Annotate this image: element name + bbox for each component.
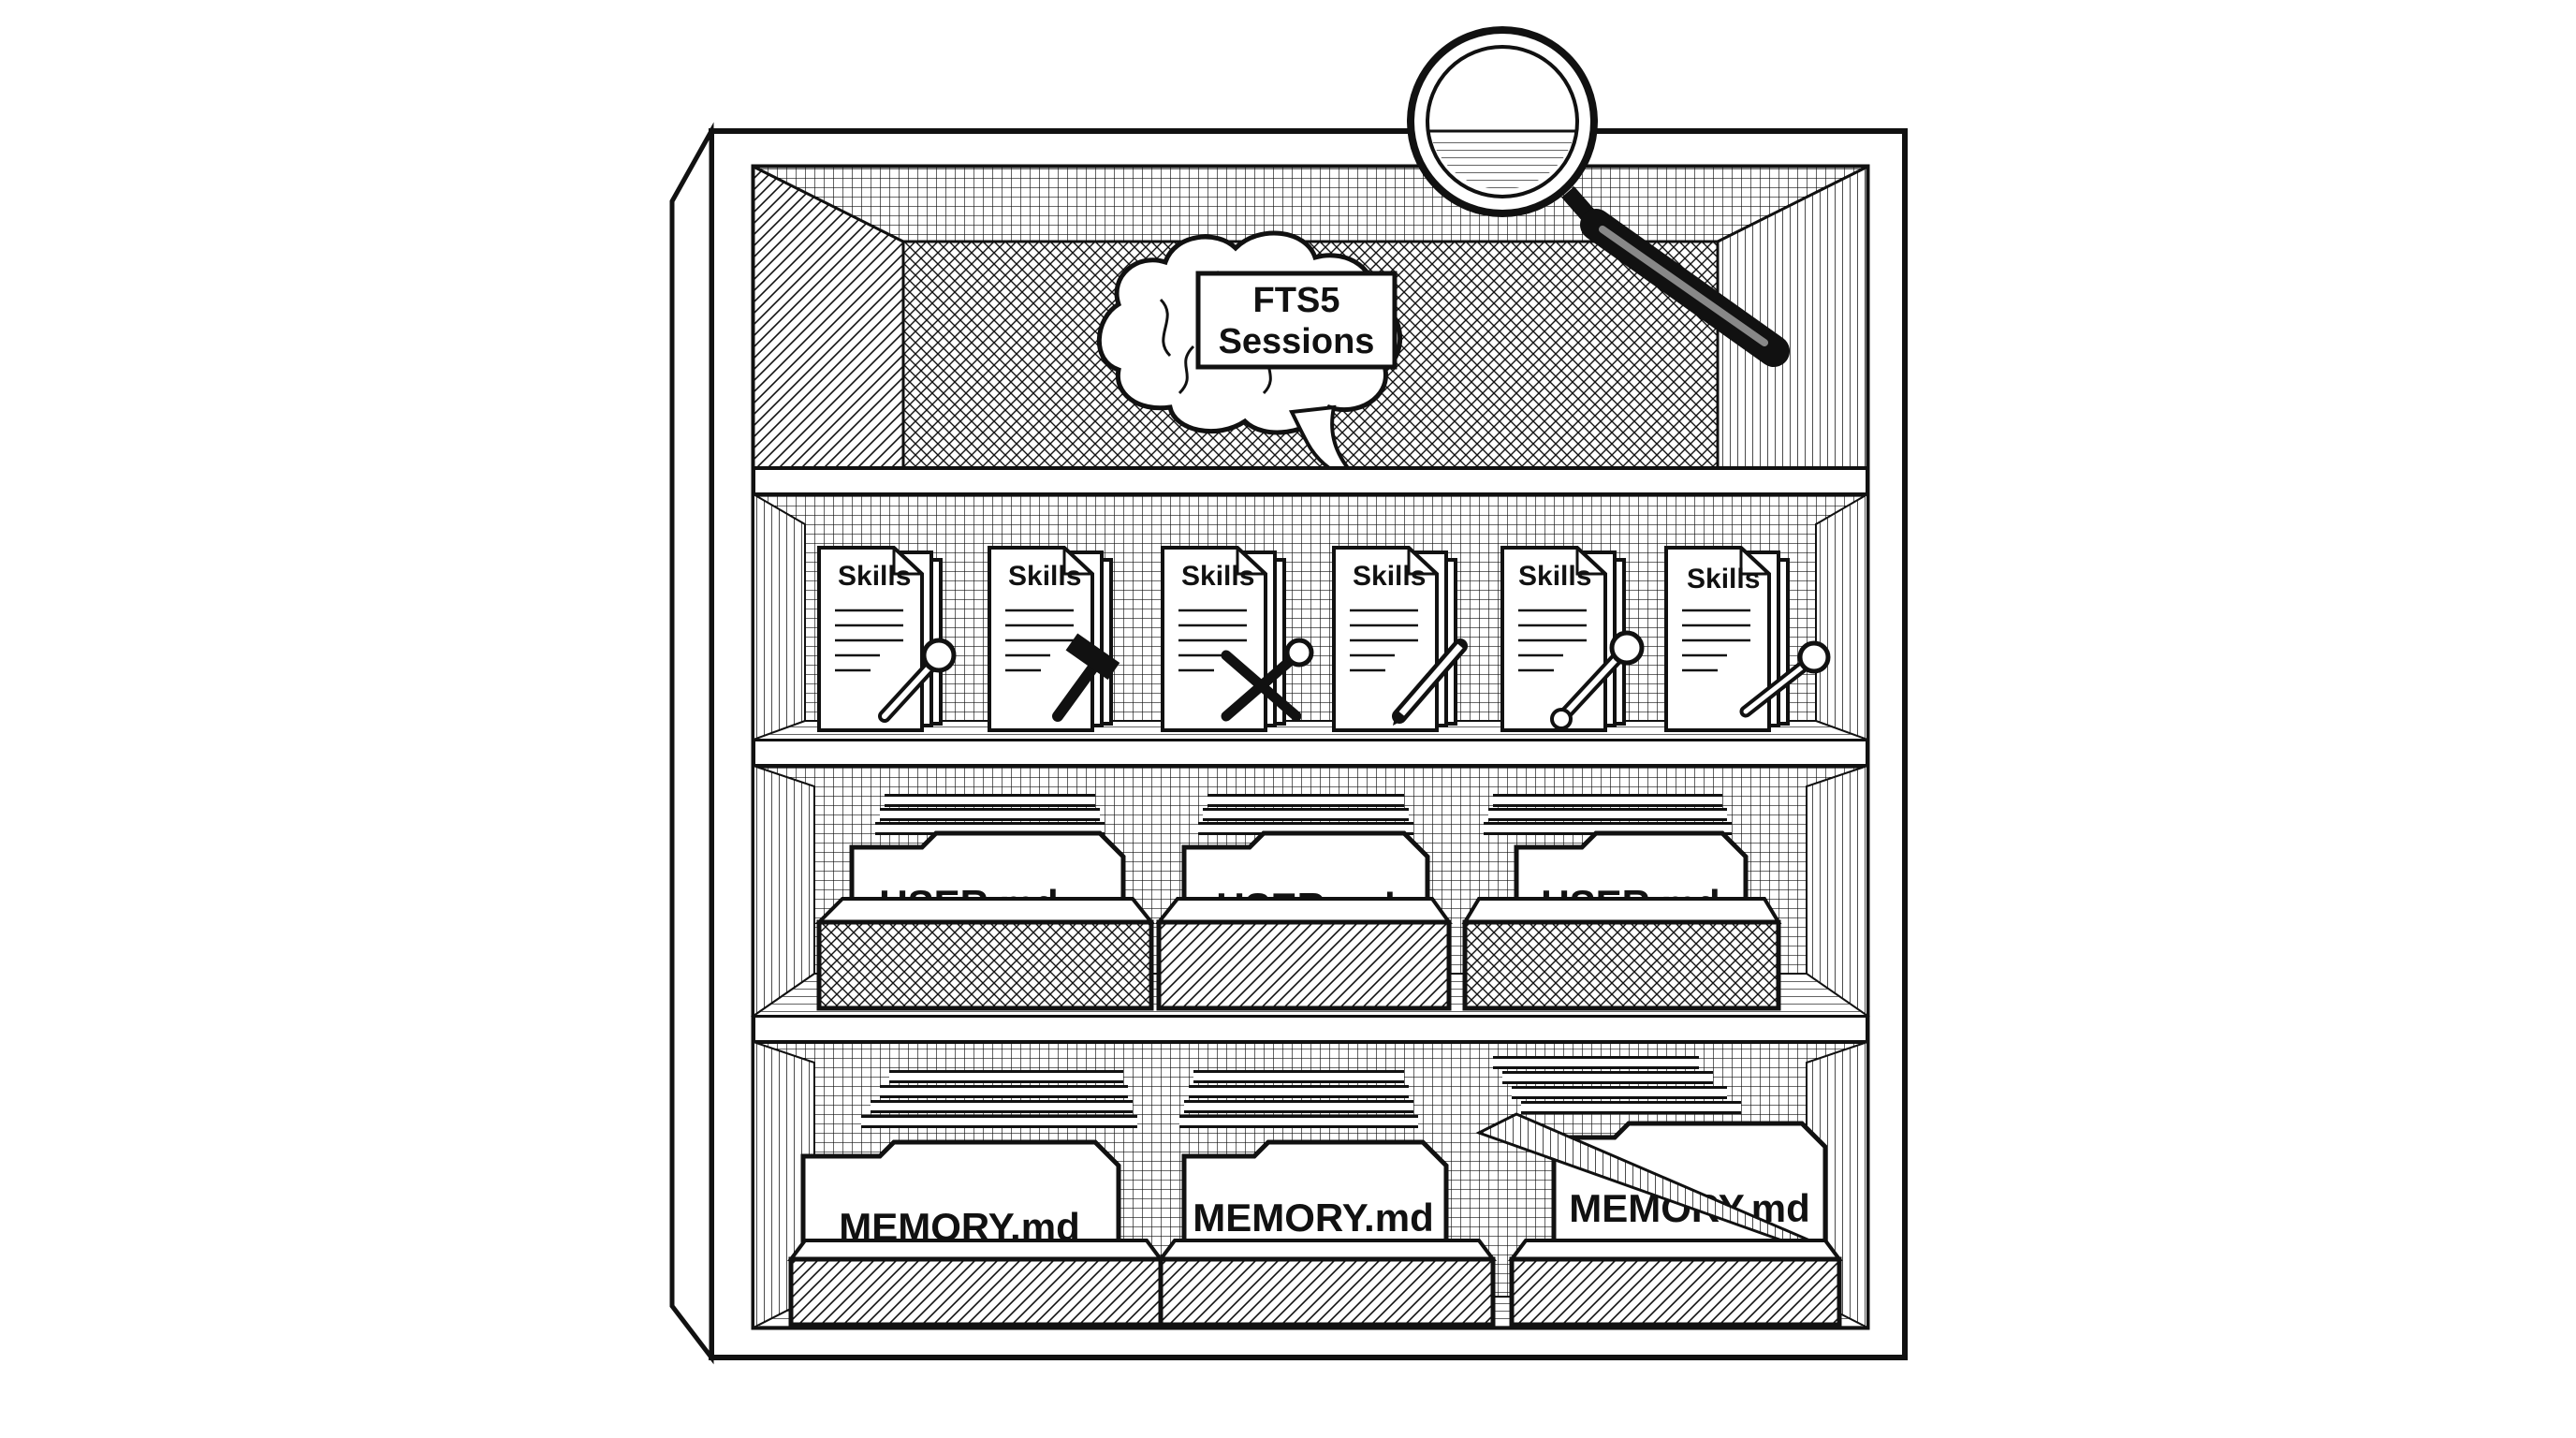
- shelf-board-3: [752, 1014, 1869, 1044]
- wrench-icon: [1550, 630, 1645, 730]
- memory-file-box: MEMORY.md: [1475, 1056, 1843, 1328]
- shelf-board-1: [752, 466, 1869, 496]
- brain-stem: [1288, 404, 1352, 470]
- mid-left-wall: [753, 492, 806, 741]
- user-file-box: USER.md: [1154, 794, 1453, 1011]
- pencil-icon: [1392, 638, 1468, 726]
- skills-document: Skills: [1664, 546, 1831, 732]
- wrench-icon: [878, 638, 957, 723]
- cabinet-left-side: [669, 122, 714, 1365]
- hammer-icon: [1052, 633, 1120, 722]
- crossed-tools-icon: [1221, 638, 1314, 722]
- low-right-wall: [1806, 764, 1868, 1018]
- top-ceiling: [753, 165, 1868, 243]
- user-file-box: USER.md: [1461, 794, 1782, 1011]
- magnifying-glass-icon: [1407, 26, 1790, 367]
- sessions-label: Sessions: [1219, 322, 1375, 361]
- memory-file-label: MEMORY.md: [1193, 1196, 1433, 1240]
- skills-shelf: Skills Skills Skills: [817, 546, 1831, 732]
- skills-document: Skills: [1161, 546, 1314, 732]
- skills-document: Skills: [1332, 546, 1468, 732]
- skills-document: Skills: [1500, 546, 1645, 732]
- skills-label: Skills: [1181, 561, 1254, 592]
- skills-label: Skills: [1687, 564, 1760, 594]
- user-file-box: USER.md: [814, 794, 1156, 1011]
- skills-label: Skills: [1008, 561, 1081, 592]
- memory-file-box: MEMORY.md: [787, 1070, 1164, 1328]
- low-left-wall: [753, 764, 815, 1018]
- wrench-icon: [1739, 640, 1831, 718]
- mid-right-wall: [1815, 492, 1868, 741]
- user-shelf: USER.md USER.md USER.md: [814, 794, 1782, 1011]
- fts5-label: FTS5: [1253, 281, 1340, 320]
- brain-icon: FTS5 Sessions: [1096, 230, 1402, 470]
- fts5-sessions-tag: [1195, 271, 1398, 370]
- shelf-board-2: [752, 738, 1869, 768]
- memory-file-box: MEMORY.md: [1157, 1070, 1497, 1328]
- skills-label: Skills: [838, 561, 911, 592]
- skills-document: Skills: [817, 546, 957, 732]
- skills-document: Skills: [988, 546, 1120, 732]
- memory-shelf: MEMORY.md MEMORY.md MEMORY.md: [787, 1056, 1843, 1328]
- skills-label: Skills: [1518, 561, 1591, 592]
- skills-label: Skills: [1353, 561, 1426, 592]
